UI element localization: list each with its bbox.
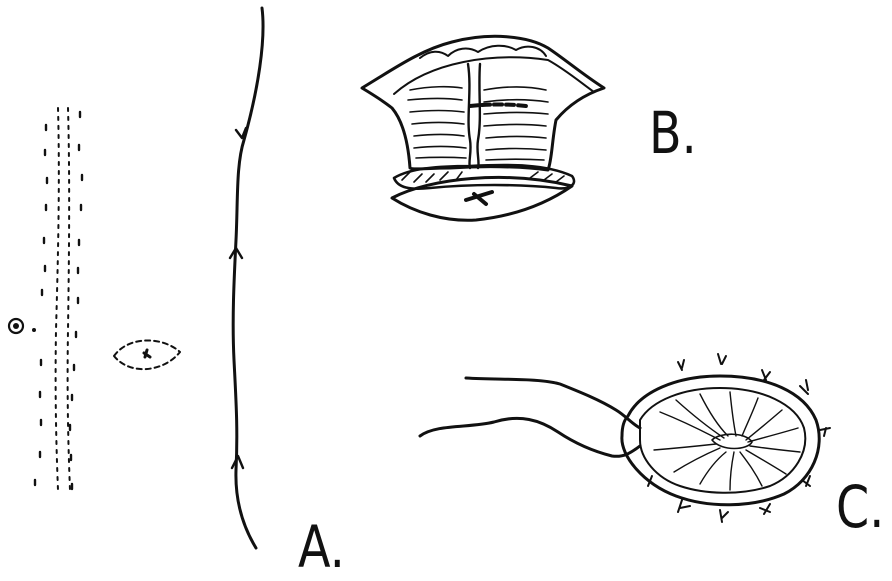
tick-marks-left: [35, 125, 47, 485]
radial-folds: [654, 392, 800, 490]
central-seam: [468, 64, 471, 168]
panel-c: [420, 354, 830, 522]
dotted-line-left: [56, 108, 59, 490]
panel-a: [9, 8, 263, 548]
vertical-incision-line: [233, 8, 263, 548]
tick-marks-right: [70, 112, 82, 489]
panel-label-c: C.: [836, 478, 884, 536]
suture-thread-upper: [466, 378, 640, 428]
central-opening: [712, 434, 752, 448]
panel-b: [362, 36, 604, 220]
dotted-line-right: [68, 108, 70, 490]
panel-label-b: B.: [649, 104, 697, 162]
suture-thread-lower: [420, 418, 640, 456]
panel-label-a: A.: [298, 518, 345, 576]
